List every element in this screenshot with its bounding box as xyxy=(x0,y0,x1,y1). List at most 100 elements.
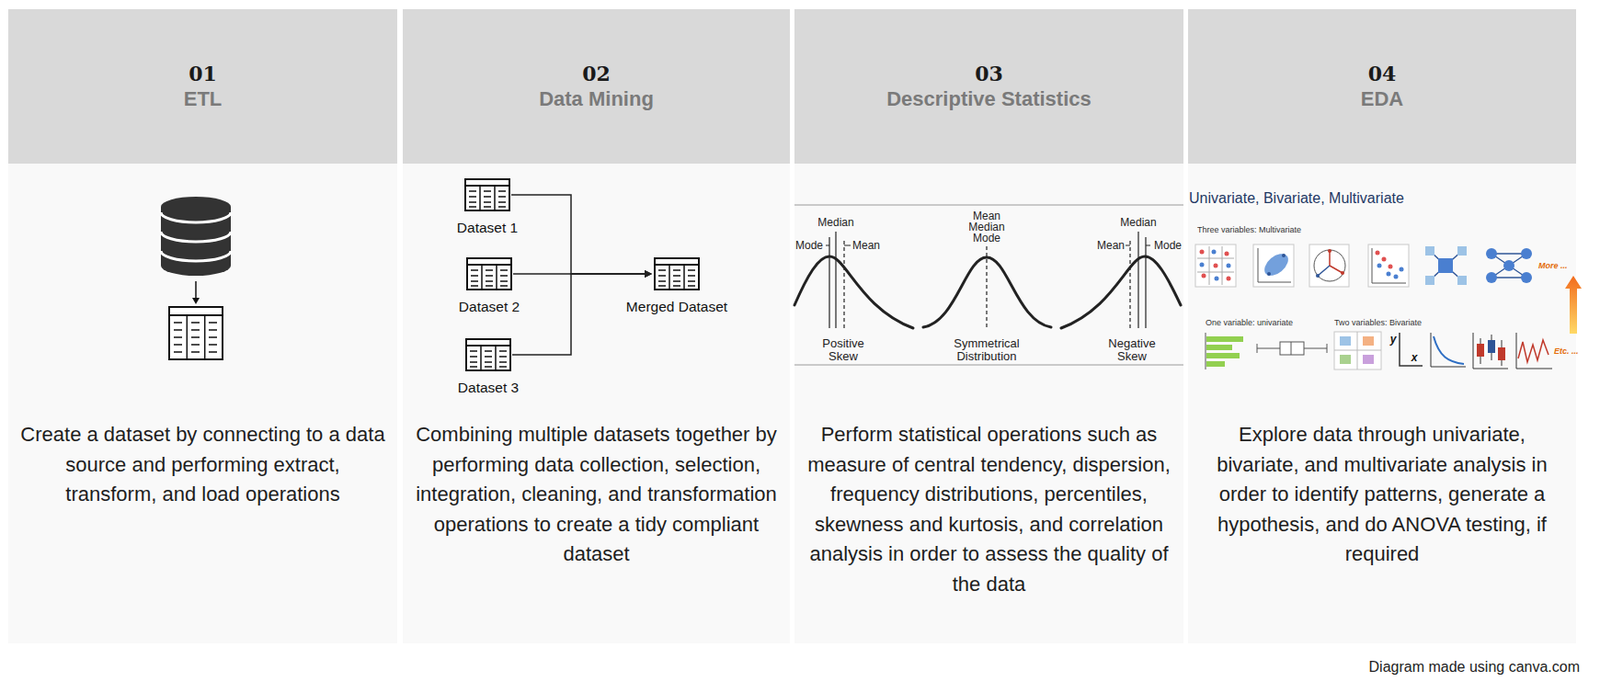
multivariate-icons xyxy=(1503,260,1515,272)
panel-ground xyxy=(8,163,398,644)
multivariate-icons xyxy=(1327,249,1332,253)
figure-label: More ... xyxy=(1538,262,1568,271)
univariate-bivariate-icons xyxy=(1473,332,1509,369)
etl-arrow xyxy=(192,297,200,305)
panel-ground xyxy=(1188,163,1577,644)
univariate-bivariate-icons xyxy=(1362,354,1374,365)
univariate-bivariate-icons xyxy=(1334,331,1382,370)
univariate-bivariate-icons xyxy=(1280,342,1304,355)
table-icon xyxy=(468,191,506,207)
table-icon xyxy=(465,179,510,211)
figure-label: Mean xyxy=(852,240,880,252)
step-panel: Combining multiple datasets together by … xyxy=(402,163,790,644)
database-icon xyxy=(160,196,231,276)
step-title: Data Mining xyxy=(538,86,654,112)
figure-label: Two variables: Bivariate xyxy=(1334,319,1422,328)
step-title: ETL xyxy=(183,86,223,112)
figure-label: Median xyxy=(817,217,854,229)
multivariate-icons xyxy=(1226,263,1232,269)
univariate-bivariate-icons xyxy=(1518,340,1549,363)
skew-curves xyxy=(794,256,914,329)
multivariate-icons xyxy=(1429,251,1463,281)
univariate-bivariate-icons xyxy=(1362,336,1374,346)
step-header: 04EDA xyxy=(1188,9,1577,164)
multivariate-icons xyxy=(1315,274,1320,278)
multivariate-icons xyxy=(1386,272,1392,277)
univariate-bivariate-icons xyxy=(1433,336,1464,365)
table-icon xyxy=(466,339,511,371)
figure-label: One variable: univariate xyxy=(1205,319,1293,328)
multivariate-icons xyxy=(1267,272,1271,276)
step-description: Explore data through univariate, bivaria… xyxy=(1188,420,1577,571)
multivariate-icons xyxy=(1457,275,1467,286)
skew-curves xyxy=(825,231,1151,329)
table-icon xyxy=(653,257,700,291)
multivariate-icons xyxy=(1224,251,1230,257)
multivariate-icons xyxy=(1197,246,1235,286)
table-icon xyxy=(654,258,699,290)
step-number: 04 xyxy=(1368,61,1397,87)
step-title: EDA xyxy=(1360,86,1404,112)
univariate-bivariate-icons xyxy=(1516,332,1553,369)
univariate-bivariate-icons xyxy=(1497,347,1506,361)
arrow-head xyxy=(644,270,652,278)
multivariate-icons xyxy=(1520,272,1532,284)
univariate-bivariate-icons xyxy=(1487,340,1496,354)
dataset-label: Dataset 2 xyxy=(458,298,520,316)
multivariate-icons xyxy=(1340,271,1345,275)
figure-label: Three variables: Multivariate xyxy=(1197,226,1302,235)
table-icon xyxy=(465,184,510,187)
panel-ground xyxy=(402,163,790,644)
dataset-icon: Dataset 1 xyxy=(457,178,518,237)
multivariate-icons xyxy=(1438,258,1453,274)
multivariate-icons xyxy=(1399,267,1405,273)
step-panel: Create a dataset by connecting to a data… xyxy=(8,163,398,644)
database-icon xyxy=(160,212,231,223)
univariate-bivariate-icons xyxy=(1430,332,1466,367)
table-icon xyxy=(467,263,512,266)
axis-letter: x xyxy=(1411,352,1418,365)
multivariate-icons xyxy=(1388,264,1394,270)
step-header: 03Descriptive Statistics xyxy=(794,9,1184,164)
dataset-label: Merged Dataset xyxy=(626,298,728,316)
table-icon xyxy=(466,344,511,347)
etl-arrow xyxy=(194,281,197,299)
univariate-bivariate-icons xyxy=(1205,331,1553,370)
multivariate-icons xyxy=(1211,250,1217,255)
multivariate-icons xyxy=(1201,274,1207,279)
multivariate-icons xyxy=(1317,265,1330,276)
step-description: Combining multiple datasets together by … xyxy=(402,420,790,571)
figure-caption: Symmetrical Distribution xyxy=(945,337,1029,363)
multivariate-icons xyxy=(1253,244,1294,287)
step-header: 01ETL xyxy=(8,9,398,164)
database-icon xyxy=(160,251,231,262)
multivariate-icons xyxy=(1520,248,1532,260)
multivariate-icons xyxy=(1281,253,1286,258)
skew-curves xyxy=(794,205,1184,366)
univariate-bivariate-icons xyxy=(1206,344,1233,351)
multivariate-icons xyxy=(1200,250,1205,255)
table-icon xyxy=(169,307,223,360)
multivariate-icons xyxy=(1457,246,1467,256)
dataset-icon: Dataset 3 xyxy=(457,338,519,397)
table-icon xyxy=(464,178,511,212)
multivariate-icons xyxy=(1371,248,1406,284)
etl-arrow xyxy=(192,281,200,305)
footer-note: Diagram made using canva.com xyxy=(1369,660,1580,676)
table-icon xyxy=(173,322,218,353)
univariate-bivariate-icons xyxy=(1291,342,1292,355)
figure-label: Mean xyxy=(1097,240,1125,252)
multivariate-icons xyxy=(1314,250,1346,282)
figure-label: Etc. ... xyxy=(1554,347,1579,356)
table-icon xyxy=(465,338,512,372)
table-icon xyxy=(654,263,699,266)
table-icon xyxy=(658,270,696,286)
arrow-head xyxy=(644,270,652,278)
multivariate-icons xyxy=(1425,275,1435,286)
multivariate-icons xyxy=(1565,275,1582,334)
univariate-bivariate-icons xyxy=(1339,336,1351,346)
step-header: 02Data Mining xyxy=(402,9,790,164)
skew-curves xyxy=(1061,256,1181,329)
table-icon xyxy=(469,351,507,367)
dataset-label: Dataset 1 xyxy=(457,219,518,237)
